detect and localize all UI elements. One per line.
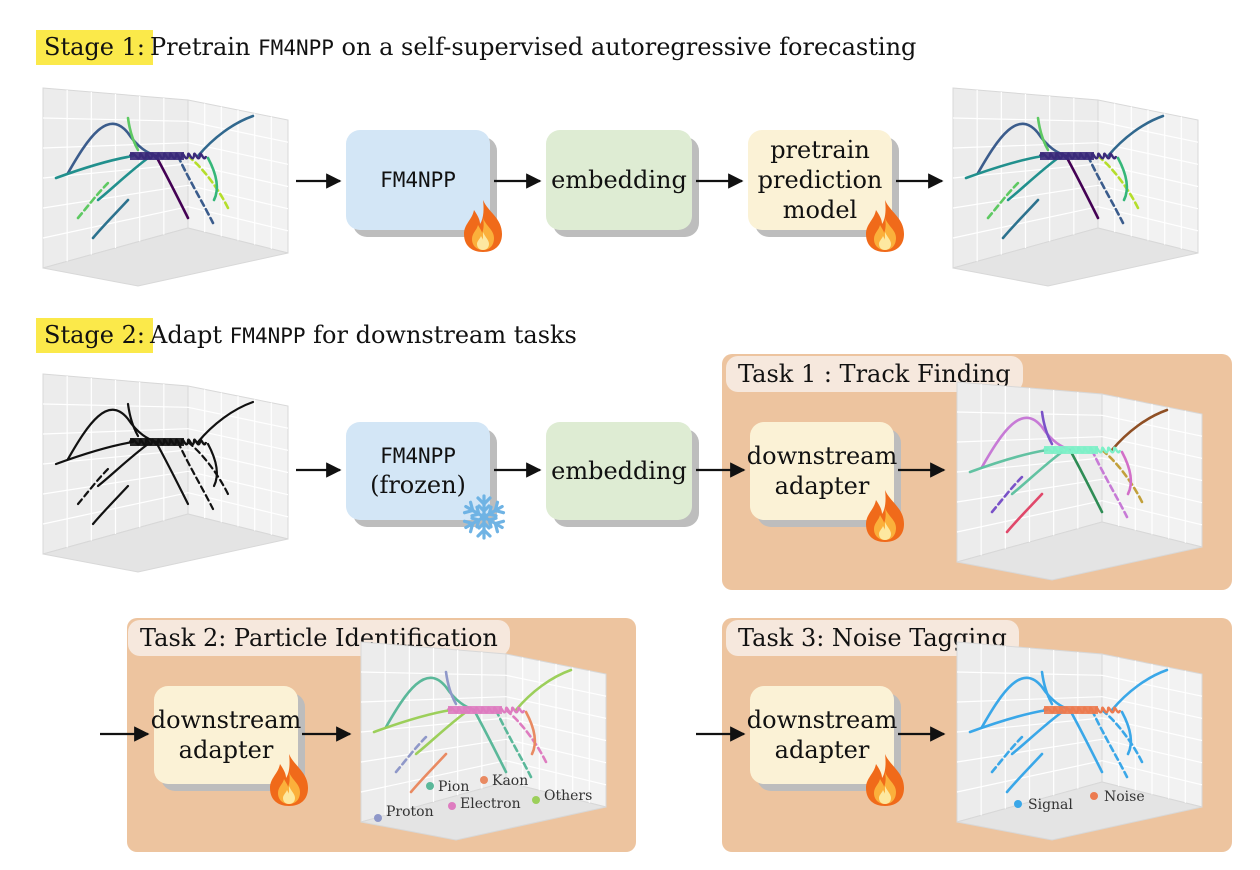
- task2-adapter-box: downstream adapter: [151, 686, 301, 784]
- stage1-text-before: Pretrain: [150, 33, 251, 61]
- stage1-text-after: on a self-supervised autoregressive fore…: [341, 33, 917, 61]
- stage2-model-name: FM4NPP: [229, 324, 306, 348]
- legend-item-proton: Proton: [374, 804, 434, 822]
- fire-icon: [464, 200, 502, 252]
- legend-label-proton: Proton: [386, 804, 434, 820]
- pretrain-label-line1: pretrain: [770, 136, 870, 164]
- task2-pid-plot: [360, 641, 607, 841]
- legend-label-others: Others: [544, 788, 592, 804]
- legend-item-signal: Signal: [1014, 797, 1073, 813]
- stage2-label: Stage 2:: [36, 318, 153, 353]
- task1-adapter-line1: downstream: [746, 442, 898, 470]
- task2-adapter-line2: adapter: [178, 736, 274, 764]
- fire-icon: [866, 200, 904, 252]
- fire-icon: [866, 754, 904, 806]
- fire-icon: [866, 490, 904, 542]
- task1-adapter-line2: adapter: [774, 472, 870, 500]
- pretrain-label-line3: model: [782, 196, 858, 224]
- legend-item-noise: Noise: [1090, 789, 1145, 805]
- stage2-fm4npp-label: FM4NPP: [380, 444, 456, 468]
- legend-label-signal: Signal: [1028, 797, 1073, 813]
- stage1-embedding-box: embedding: [546, 130, 692, 230]
- task2-legend: Pion Kaon Proton Electron Others: [374, 773, 592, 822]
- stage1-fm4npp-label: FM4NPP: [380, 168, 456, 192]
- task1-adapter-box: downstream adapter: [747, 422, 897, 520]
- stage2-fm4npp-box: FM4NPP (frozen): [346, 422, 490, 520]
- task2-adapter-line1: downstream: [150, 706, 302, 734]
- stage1-label: Stage 1:: [36, 30, 153, 65]
- stage1-embedding-label: embedding: [551, 166, 687, 194]
- legend-item-others: Others: [532, 788, 592, 804]
- stage1-description: Pretrain FM4NPP on a self-supervised aut…: [150, 32, 916, 63]
- task3-legend: Signal Noise: [1014, 789, 1145, 813]
- stage2-input-event-plot: [42, 373, 289, 573]
- legend-label-pion: Pion: [438, 779, 469, 795]
- stage1-fm4npp-box: FM4NPP: [346, 130, 490, 230]
- pretrain-prediction-model-box: pretrain prediction model: [748, 130, 892, 230]
- task3-adapter-box: downstream adapter: [747, 686, 897, 784]
- stage2-text-before: Adapt: [150, 321, 223, 349]
- stage2-text-after: for downstream tasks: [313, 321, 577, 349]
- legend-label-electron: Electron: [460, 796, 521, 812]
- stage2-embedding-label: embedding: [551, 457, 687, 485]
- task1-track-plot: [956, 381, 1203, 581]
- stage2-embedding-box: embedding: [546, 422, 692, 520]
- pretrain-label-line2: prediction: [757, 166, 883, 194]
- fire-icon: [270, 754, 308, 806]
- task3-noise-plot: [956, 641, 1203, 841]
- legend-label-kaon: Kaon: [492, 773, 528, 789]
- task3-adapter-line2: adapter: [774, 736, 870, 764]
- stage1-model-name: FM4NPP: [258, 36, 334, 60]
- legend-item-pion: Pion: [426, 779, 469, 795]
- legend-item-kaon: Kaon: [480, 773, 528, 789]
- stage1-input-event-plot: [42, 87, 289, 287]
- snowflake-icon: [461, 494, 507, 540]
- task3-adapter-line1: downstream: [746, 706, 898, 734]
- stage2-description: Adapt FM4NPP for downstream tasks: [150, 320, 577, 351]
- legend-label-noise: Noise: [1104, 789, 1145, 805]
- legend-item-electron: Electron: [448, 796, 521, 812]
- stage2-frozen-label: (frozen): [370, 471, 466, 499]
- stage1-output-event-plot: [952, 87, 1199, 287]
